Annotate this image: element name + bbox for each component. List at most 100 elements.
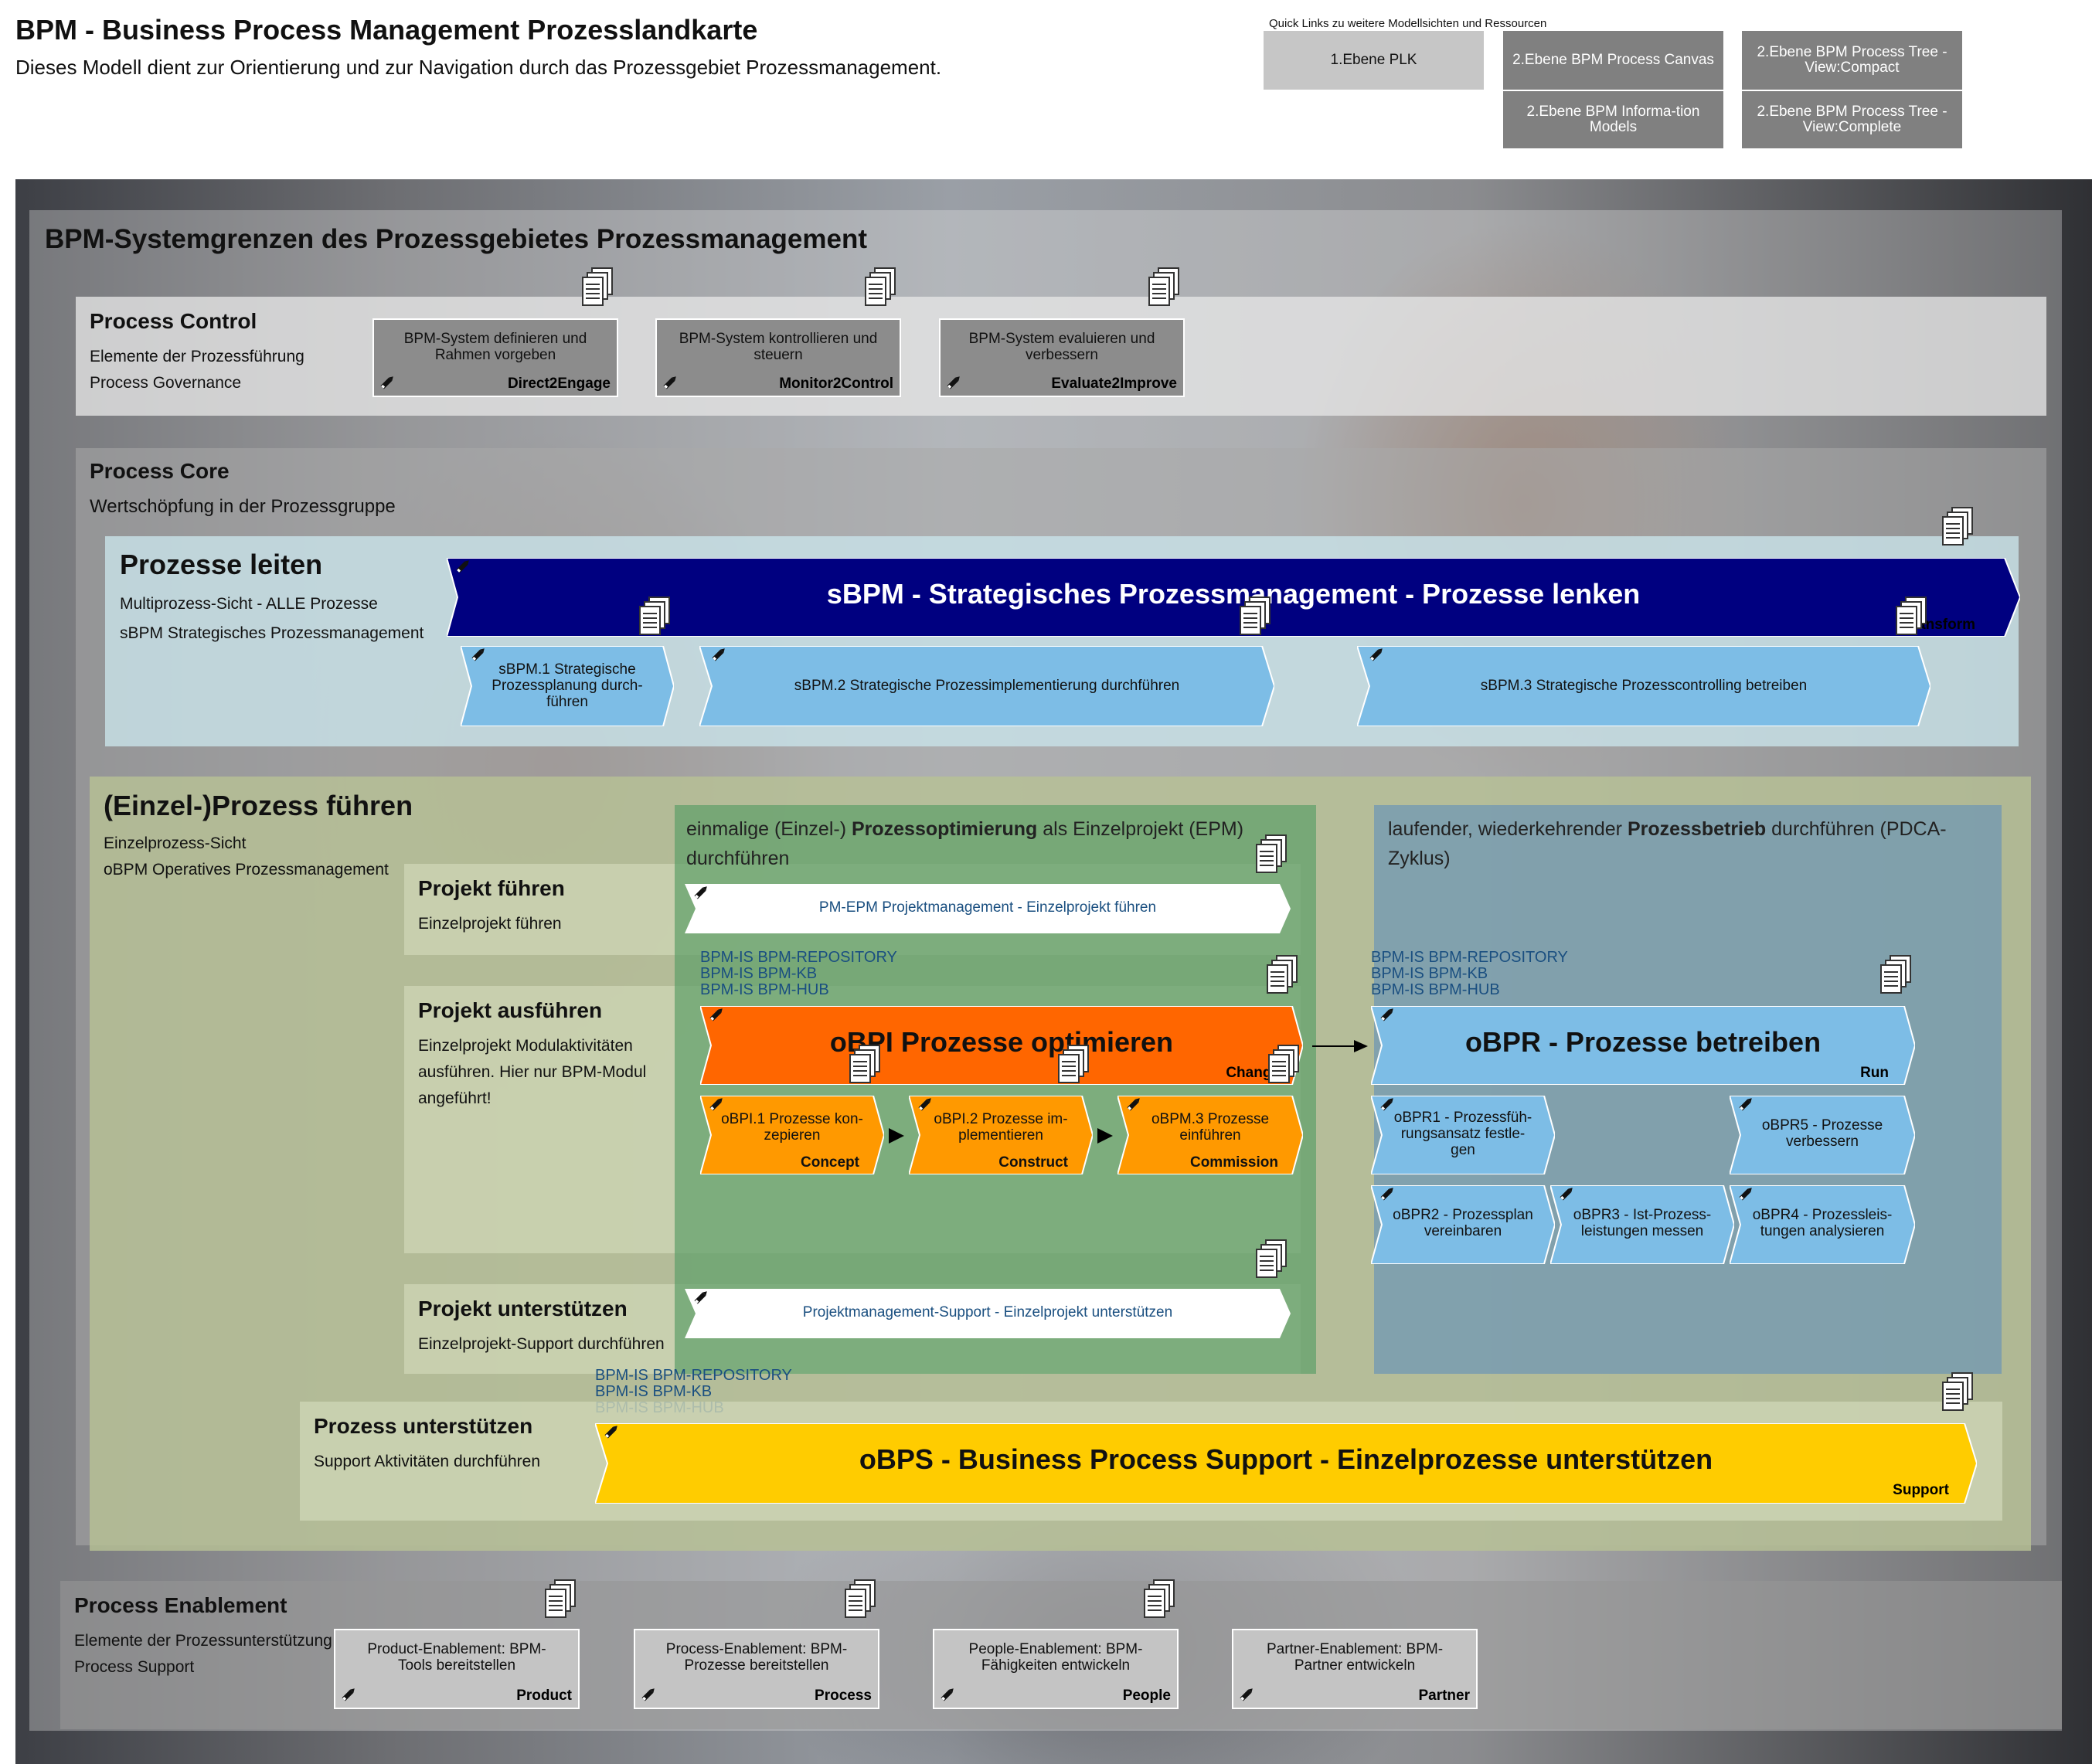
documents-icon[interactable] bbox=[1143, 1579, 1175, 1620]
quicklink-tree-compact[interactable]: 2.Ebene BPM Process Tree - View:Compact bbox=[1742, 31, 1962, 90]
documents-icon[interactable] bbox=[1255, 834, 1288, 875]
pencil-icon[interactable] bbox=[640, 1686, 657, 1703]
obpi-2-chevron[interactable]: oBPI.2 Prozesse im-plementieren Construc… bbox=[909, 1096, 1093, 1174]
control-item-key: Monitor2Control bbox=[779, 376, 893, 392]
obpr-5-shape bbox=[1730, 1096, 1915, 1174]
pencil-icon[interactable] bbox=[379, 374, 396, 391]
pencil-icon[interactable] bbox=[917, 1096, 934, 1113]
obpr-main-chevron[interactable]: oBPR - Prozesse betreiben Run bbox=[1371, 1006, 1915, 1085]
pencil-icon[interactable] bbox=[1368, 646, 1385, 663]
obpr-2-chevron[interactable]: oBPR2 - Prozessplan vereinbaren bbox=[1371, 1185, 1555, 1264]
prozess-fuehren-title: (Einzel-)Prozess führen bbox=[104, 790, 413, 821]
pencil-icon[interactable] bbox=[692, 1289, 709, 1306]
pencil-icon[interactable] bbox=[340, 1686, 357, 1703]
obpi-main-chevron[interactable]: oBPI Prozesse optimieren Change bbox=[700, 1006, 1303, 1085]
documents-icon[interactable] bbox=[1941, 1372, 1974, 1412]
pencil-icon[interactable] bbox=[1737, 1096, 1754, 1113]
pencil-icon[interactable] bbox=[1379, 1006, 1396, 1023]
obps-main-chevron[interactable]: oBPS - Business Process Support - Einzel… bbox=[595, 1423, 1977, 1504]
obpr-5-chevron[interactable]: oBPR5 - Prozesse verbessern bbox=[1730, 1096, 1915, 1174]
obpi-3-chevron[interactable]: oBPM.3 Prozesse einführen Commission bbox=[1117, 1096, 1303, 1174]
documents-icon[interactable] bbox=[1239, 596, 1271, 637]
prozesse-leiten-desc-2: sBPM Strategisches Prozessmanagement bbox=[120, 624, 424, 642]
enablement-item-partner[interactable]: Partner-Enablement: BPM-Partner entwicke… bbox=[1232, 1629, 1478, 1709]
control-item-direct2engage[interactable]: BPM-System definieren und Rahmen vorgebe… bbox=[372, 318, 618, 397]
obpi-3-text: oBPM.3 Prozesse einführen bbox=[1151, 1111, 1270, 1144]
obpi-1-chevron[interactable]: oBPI.1 Prozesse kon-zepieren Concept bbox=[700, 1096, 884, 1174]
prozess-fuehren-desc-1: Einzelprozess-Sicht bbox=[104, 834, 247, 852]
documents-icon[interactable] bbox=[1057, 1045, 1090, 1085]
obpi-1-text: oBPI.1 Prozesse kon-zepieren bbox=[721, 1111, 863, 1144]
documents-icon[interactable] bbox=[1255, 1239, 1288, 1280]
page-title: BPM - Business Process Management Prozes… bbox=[15, 14, 758, 46]
prozess-unterstuetzen-desc: Support Aktivitäten durchführen bbox=[314, 1453, 541, 1470]
prozess-unterstuetzen-title: Prozess unterstützen bbox=[314, 1414, 533, 1438]
pencil-icon[interactable] bbox=[603, 1423, 620, 1440]
sbpm-2-text: sBPM.2 Strategische Prozessimplementieru… bbox=[794, 678, 1180, 694]
documents-icon[interactable] bbox=[849, 1045, 881, 1085]
sbpm-2-chevron[interactable]: sBPM.2 Strategische Prozessimplementieru… bbox=[699, 646, 1274, 726]
pencil-icon[interactable] bbox=[1379, 1185, 1396, 1202]
documents-icon[interactable] bbox=[1941, 507, 1974, 547]
epm-system-repository: BPM-IS BPM-REPOSITORY bbox=[700, 949, 897, 966]
arrow-right-icon bbox=[1312, 1040, 1368, 1052]
pencil-icon[interactable] bbox=[470, 646, 487, 663]
epm-heading: einmalige (Einzel-) Prozessoptimierung a… bbox=[686, 814, 1305, 873]
pencil-icon[interactable] bbox=[708, 1006, 725, 1023]
enablement-item-text: Product-Enablement: BPM-Tools bereitstel… bbox=[367, 1641, 546, 1674]
quicklink-information-models[interactable]: 2.Ebene BPM Informa-tion Models bbox=[1503, 91, 1723, 148]
obpr-4-chevron[interactable]: oBPR4 - Prozessleis-tungen analysieren bbox=[1730, 1185, 1915, 1264]
obps-main-text: oBPS - Business Process Support - Einzel… bbox=[859, 1443, 1713, 1475]
pencil-icon[interactable] bbox=[710, 646, 727, 663]
pencil-icon[interactable] bbox=[1125, 1096, 1142, 1113]
pm-epm-chevron[interactable]: PM-EPM Projektmanagement - Einzelprojekt… bbox=[685, 884, 1291, 933]
control-item-key: Evaluate2Improve bbox=[1051, 376, 1177, 392]
documents-icon[interactable] bbox=[864, 267, 896, 308]
pencil-icon[interactable] bbox=[454, 558, 471, 575]
enablement-item-product[interactable]: Product-Enablement: BPM-Tools bereitstel… bbox=[334, 1629, 580, 1709]
pencil-icon[interactable] bbox=[1379, 1096, 1396, 1113]
obpr-1-shape bbox=[1371, 1096, 1555, 1174]
pencil-icon[interactable] bbox=[939, 1686, 956, 1703]
documents-icon[interactable] bbox=[1879, 955, 1912, 995]
projekt-unterstuetzen-desc: Einzelprojekt-Support durchführen bbox=[418, 1335, 665, 1353]
enablement-item-key: Process bbox=[815, 1688, 872, 1704]
quicklink-tree-complete[interactable]: 2.Ebene BPM Process Tree - View:Complete bbox=[1742, 91, 1962, 148]
quicklink-process-canvas[interactable]: 2.Ebene BPM Process Canvas bbox=[1503, 31, 1723, 90]
pm-support-chevron[interactable]: Projektmanagement-Support - Einzelprojek… bbox=[685, 1289, 1291, 1338]
page-subtitle: Dieses Modell dient zur Orientierung und… bbox=[15, 56, 942, 79]
sbpm-3-chevron[interactable]: sBPM.3 Strategische Prozesscontrolling b… bbox=[1357, 646, 1930, 726]
quicklink-1-ebene-plk[interactable]: 1.Ebene PLK bbox=[1264, 31, 1484, 90]
documents-icon[interactable] bbox=[1895, 596, 1927, 637]
documents-icon[interactable] bbox=[544, 1579, 577, 1620]
sbpm-1-chevron[interactable]: sBPM.1 Strategische Prozessplanung durch… bbox=[461, 646, 674, 726]
control-item-text: BPM-System evaluieren und verbessern bbox=[968, 331, 1155, 363]
pencil-icon[interactable] bbox=[692, 884, 709, 901]
pencil-icon[interactable] bbox=[1238, 1686, 1255, 1703]
documents-icon[interactable] bbox=[638, 596, 671, 637]
pencil-icon[interactable] bbox=[662, 374, 679, 391]
obpi-3-key: Commission bbox=[1189, 1154, 1278, 1171]
pencil-icon[interactable] bbox=[945, 374, 962, 391]
process-core-desc: Wertschöpfung in der Prozessgruppe bbox=[90, 496, 396, 517]
documents-icon[interactable] bbox=[1148, 267, 1180, 308]
pencil-icon[interactable] bbox=[708, 1096, 725, 1113]
documents-icon[interactable] bbox=[1266, 955, 1298, 995]
projekt-ausfuehren-desc-1: Einzelprojekt Modulaktivitäten bbox=[418, 1037, 633, 1055]
enablement-item-people[interactable]: People-Enablement: BPM-Fähigkeiten entwi… bbox=[933, 1629, 1179, 1709]
sbpm-main-chevron[interactable]: sBPM - Strategisches Prozessmanagement -… bbox=[447, 558, 2020, 637]
documents-icon[interactable] bbox=[581, 267, 614, 308]
obpr-3-chevron[interactable]: oBPR3 - Ist-Prozess-leistungen messen bbox=[1550, 1185, 1734, 1264]
control-item-evaluate2improve[interactable]: BPM-System evaluieren und verbessern Eva… bbox=[939, 318, 1185, 397]
obpr-2-text: oBPR2 - Prozessplan vereinbaren bbox=[1393, 1207, 1533, 1239]
obpr-1-chevron[interactable]: oBPR1 - Prozessfüh-rungsansatz festle-ge… bbox=[1371, 1096, 1555, 1174]
support-system-repository: BPM-IS BPM-REPOSITORY bbox=[595, 1367, 792, 1384]
pencil-icon[interactable] bbox=[1737, 1185, 1754, 1202]
process-enablement-desc-1: Elemente der Prozessunterstützung bbox=[74, 1632, 332, 1650]
sbpm-main-text: sBPM - Strategisches Prozessmanagement -… bbox=[826, 578, 1641, 610]
enablement-item-process[interactable]: Process-Enablement: BPM-Prozesse bereits… bbox=[634, 1629, 879, 1709]
control-item-monitor2control[interactable]: BPM-System kontrollieren und steuern Mon… bbox=[655, 318, 901, 397]
pencil-icon[interactable] bbox=[1558, 1185, 1575, 1202]
documents-icon[interactable] bbox=[844, 1579, 876, 1620]
documents-icon[interactable] bbox=[1267, 1045, 1300, 1085]
